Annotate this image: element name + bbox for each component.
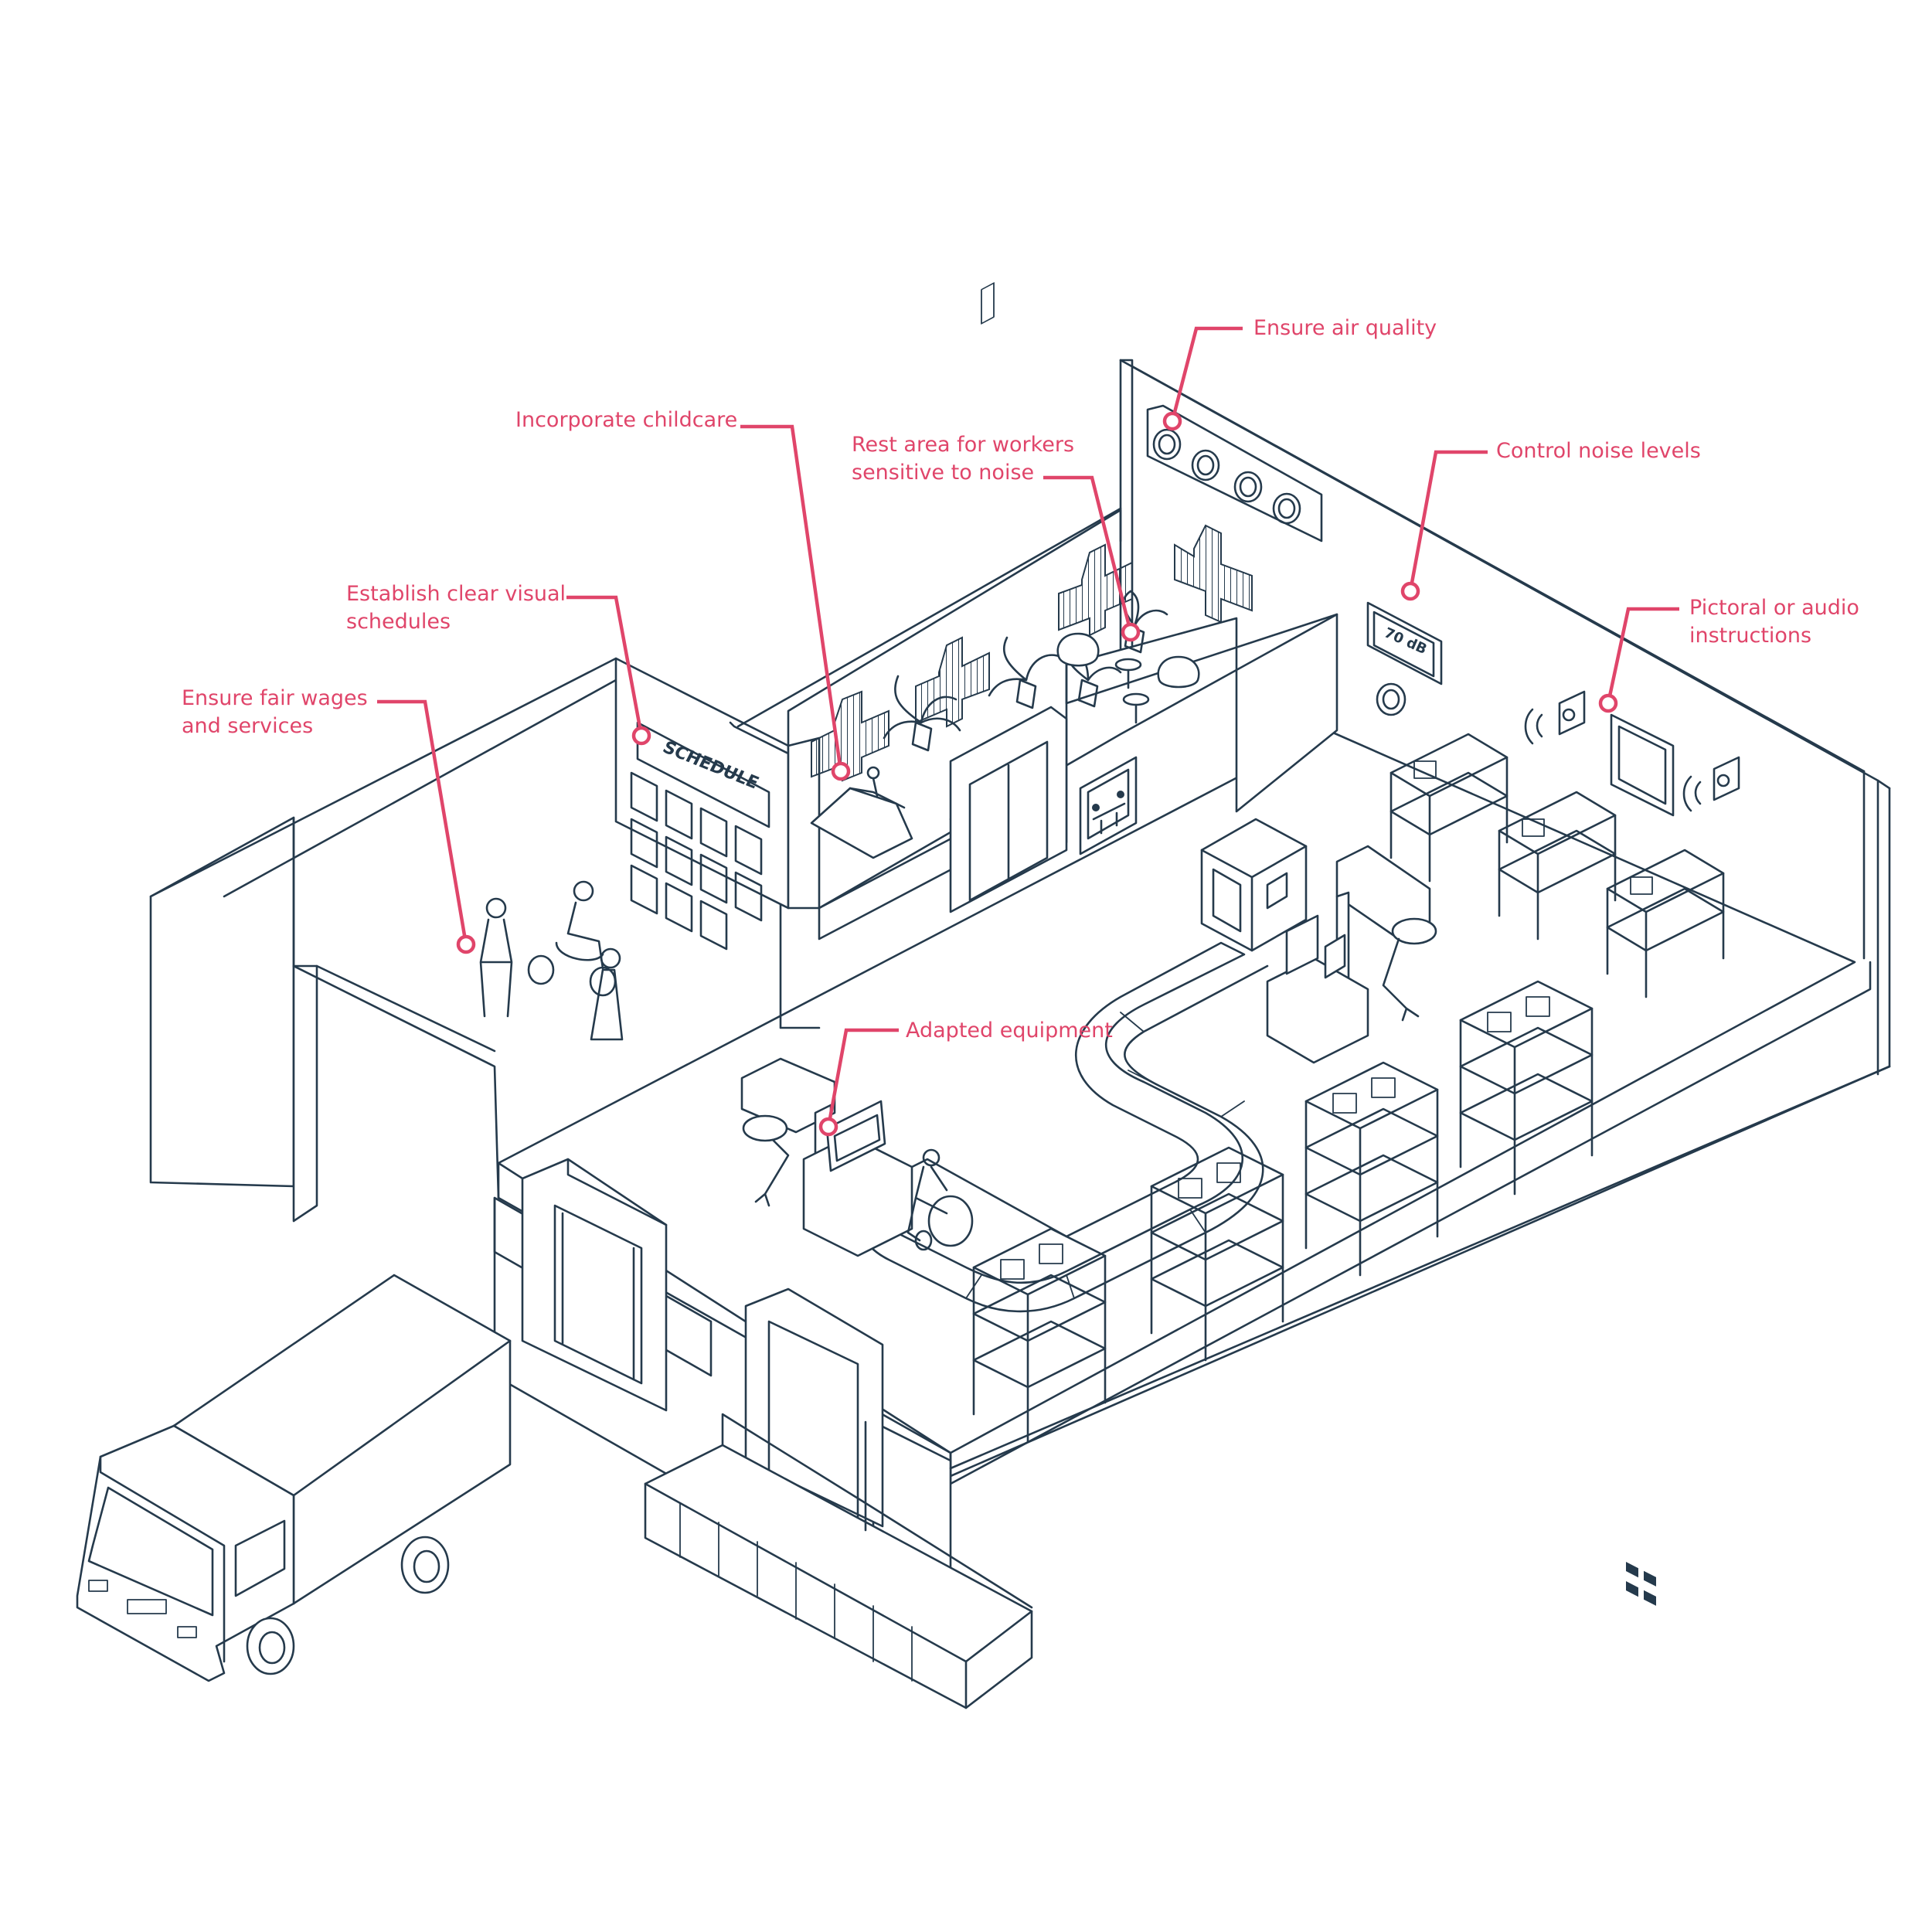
conveyor-belt [862, 941, 1269, 1313]
dot-pictorial [1598, 693, 1618, 713]
rest-area-wall [736, 282, 1338, 940]
callout-leaders [377, 326, 1679, 1137]
dot-visual-schedules [631, 726, 651, 746]
label-adapted-equipment: Adapted equipment [906, 1019, 1113, 1043]
callout-labels: Ensure air quality Incorporate childcare… [182, 316, 1866, 1043]
shelving-units [972, 733, 1725, 1443]
label-air-quality: Ensure air quality [1253, 316, 1437, 340]
leader-pictorial [1606, 607, 1679, 704]
workstation-machine [802, 914, 1369, 1257]
side-door-frame [744, 1287, 884, 1528]
dot-rest-area [1121, 622, 1141, 642]
label-pictorial: Pictoral or audio instructions [1689, 596, 1866, 648]
scanner-machine [1200, 818, 1308, 952]
label-noise-levels: Control noise levels [1496, 439, 1701, 463]
label-rest-area: Rest area for workers sensitive to noise [852, 433, 1081, 485]
label-fair-wages: Ensure fair wages and services [182, 686, 374, 738]
noise-meter-icon: 70 dB [1366, 601, 1443, 716]
air-vent-icon [1146, 404, 1323, 543]
leader-childcare [740, 424, 843, 772]
leader-air-quality [1170, 326, 1243, 422]
acoustic-panel-icon [811, 524, 1253, 782]
dot-noise-levels [1400, 581, 1420, 601]
schedule-grid [630, 771, 763, 951]
leader-noise-levels [1408, 450, 1488, 592]
label-childcare: Incorporate childcare [515, 408, 737, 432]
access-ramp [644, 1413, 1033, 1709]
label-visual-schedules: Establish clear visual schedules [346, 582, 573, 634]
dot-air-quality [1162, 411, 1182, 431]
leader-visual-schedules [566, 595, 644, 736]
speaker-icon [1524, 690, 1740, 812]
leader-rest-area [1043, 475, 1133, 633]
wheelchair-icon [906, 1148, 974, 1251]
meeting-sign-icon [1079, 756, 1138, 855]
entrance-door-frame [521, 1158, 668, 1412]
workers-group [479, 880, 624, 1041]
pictogram-board-icon [1610, 713, 1675, 1606]
dot-fair-wages [456, 934, 476, 954]
leader-fair-wages [377, 699, 468, 945]
leader-adapted-equipment [826, 1028, 899, 1128]
truck-icon [76, 1274, 512, 1682]
rest-area-furniture [810, 632, 1200, 859]
dot-childcare [831, 761, 851, 781]
dot-adapted-equipment [818, 1117, 838, 1137]
